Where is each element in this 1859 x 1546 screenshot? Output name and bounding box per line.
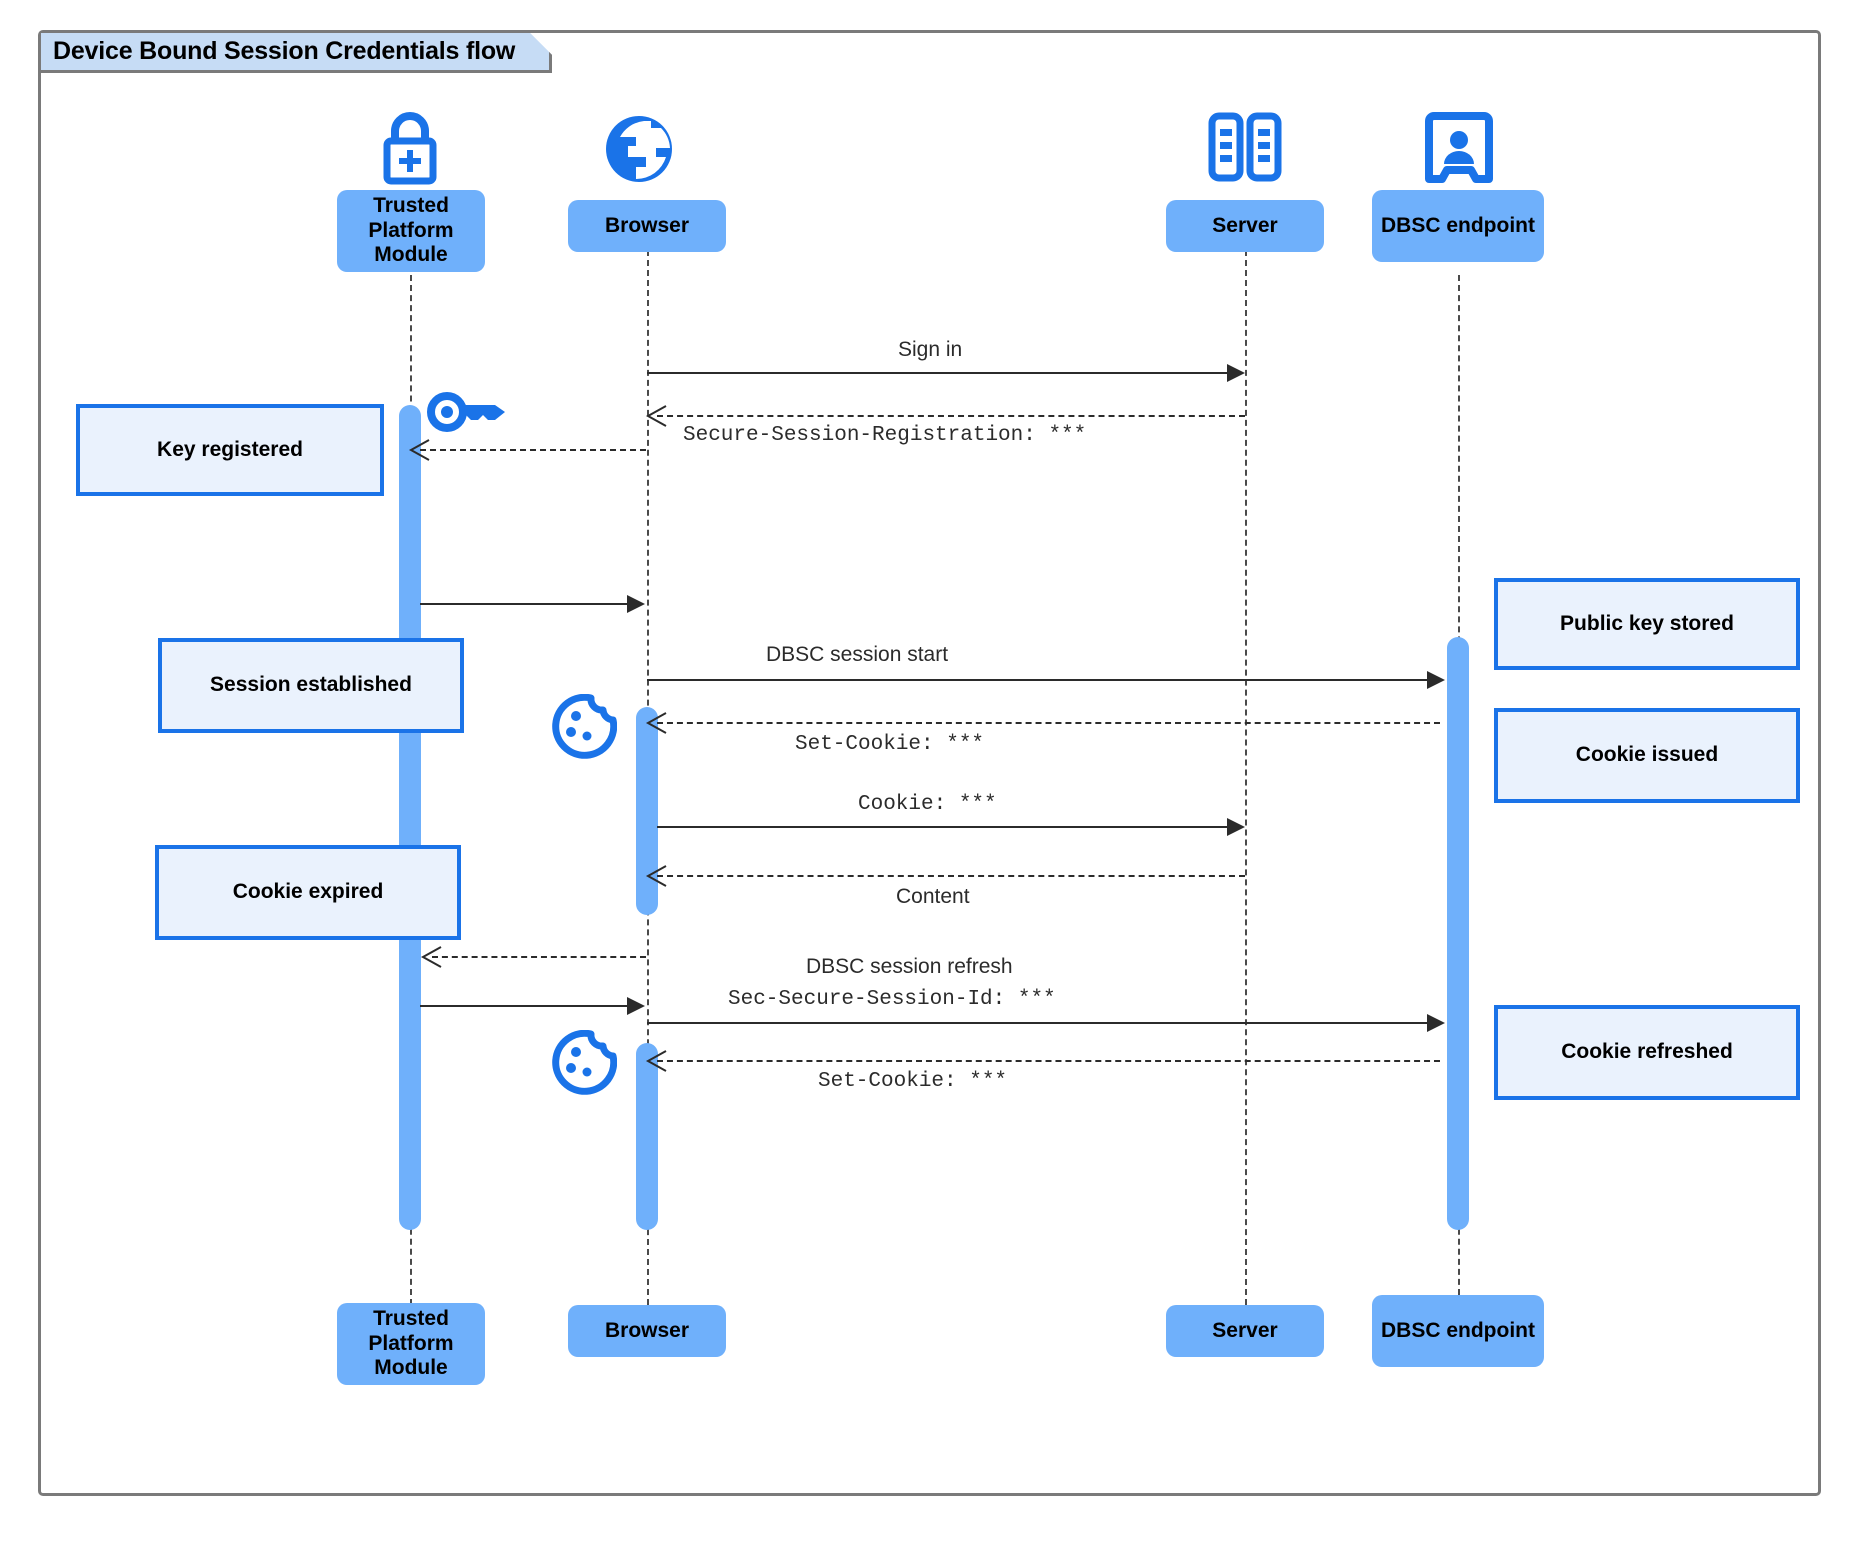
note-cookie-refreshed: Cookie refreshed xyxy=(1494,1005,1800,1100)
note-cookie-expired: Cookie expired xyxy=(155,845,461,940)
note-text: Cookie issued xyxy=(1575,743,1719,767)
participant-server-bottom[interactable]: Server xyxy=(1166,1305,1324,1357)
activation-bar-dbsc xyxy=(1447,637,1469,1230)
message-line-key-ready xyxy=(420,603,637,605)
arrowhead-signature xyxy=(627,997,645,1015)
note-text: Public key stored xyxy=(1560,611,1734,635)
activation-bar-tpm xyxy=(399,405,421,1230)
key-icon xyxy=(425,385,513,439)
participant-label: Trusted Platform Module xyxy=(368,194,454,267)
frame-title: Device Bound Session Credentials flow xyxy=(41,33,552,73)
message-label-set-cookie-2: Set-Cookie: *** xyxy=(818,1070,1008,1093)
participant-label: Browser xyxy=(604,213,690,237)
arrowhead-cookie xyxy=(1227,818,1245,836)
arrowhead-register-key xyxy=(408,439,430,461)
participant-label: DBSC endpoint xyxy=(1381,1318,1535,1342)
message-label-sign-in: Sign in xyxy=(898,338,963,361)
note-session-established: Session established xyxy=(158,638,464,733)
message-line-content xyxy=(657,875,1245,877)
note-text: Key registered xyxy=(157,437,303,461)
participant-label: Browser xyxy=(604,1318,690,1342)
participant-browser-bottom[interactable]: Browser xyxy=(568,1305,726,1357)
message-label-content: Content xyxy=(896,885,970,908)
message-line-cookie xyxy=(657,826,1237,828)
message-label-sec-secure-session-id: Sec-Secure-Session-Id: *** xyxy=(728,988,1056,1011)
participant-label: Server xyxy=(1212,1318,1278,1342)
cookie-icon xyxy=(551,1029,618,1096)
arrowhead-content xyxy=(645,865,667,887)
arrowhead-sign-challenge xyxy=(420,946,442,968)
message-line-secure-session-registration xyxy=(657,415,1245,417)
note-text: Cookie expired xyxy=(232,880,384,904)
arrowhead-dbsc-session-start xyxy=(1427,671,1445,689)
arrowhead-sign-in xyxy=(1227,364,1245,382)
message-line-set-cookie-2 xyxy=(657,1060,1440,1062)
participant-server-top[interactable]: Server xyxy=(1166,200,1324,252)
participant-tpm-bottom[interactable]: Trusted Platform Module xyxy=(337,1303,485,1385)
participant-dbsc-bottom[interactable]: DBSC endpoint xyxy=(1372,1295,1544,1367)
id-badge-icon xyxy=(1424,110,1494,186)
note-cookie-issued: Cookie issued xyxy=(1494,708,1800,803)
participant-dbsc-top[interactable]: DBSC endpoint xyxy=(1372,190,1544,262)
globe-icon xyxy=(598,110,680,188)
message-line-set-cookie-1 xyxy=(657,722,1440,724)
participant-label: DBSC endpoint xyxy=(1381,213,1535,237)
message-line-sign-in xyxy=(647,372,1237,374)
activation-bar-browser-2 xyxy=(636,1043,658,1230)
message-label-dbsc-session-refresh: DBSC session refresh xyxy=(806,955,1013,978)
message-label-dbsc-session-start: DBSC session start xyxy=(766,643,949,666)
note-key-registered: Key registered xyxy=(76,404,384,496)
cookie-icon xyxy=(551,693,618,760)
message-line-dbsc-session-refresh xyxy=(647,1022,1437,1024)
note-text: Cookie refreshed xyxy=(1561,1040,1733,1064)
arrowhead-set-cookie-2 xyxy=(645,1050,667,1072)
lock-plus-icon xyxy=(370,108,450,186)
message-line-register-key xyxy=(420,449,646,451)
participant-label: Trusted Platform Module xyxy=(368,1307,454,1380)
lifeline-server xyxy=(1245,250,1247,1305)
participant-browser-top[interactable]: Browser xyxy=(568,200,726,252)
note-public-key-stored: Public key stored xyxy=(1494,578,1800,670)
message-label-cookie: Cookie: *** xyxy=(858,793,997,816)
server-rack-icon xyxy=(1206,110,1284,184)
message-line-sign-challenge xyxy=(432,956,646,958)
arrowhead-secure-session-registration xyxy=(645,405,667,427)
message-line-dbsc-session-start xyxy=(647,679,1437,681)
note-text: Session established xyxy=(210,673,412,697)
arrowhead-key-ready xyxy=(627,595,645,613)
arrowhead-dbsc-session-refresh xyxy=(1427,1014,1445,1032)
arrowhead-set-cookie-1 xyxy=(645,712,667,734)
message-label-secure-session-registration: Secure-Session-Registration: *** xyxy=(683,424,1087,447)
activation-bar-browser-1 xyxy=(636,707,658,915)
participant-tpm-top[interactable]: Trusted Platform Module xyxy=(337,190,485,272)
message-label-set-cookie-1: Set-Cookie: *** xyxy=(795,733,985,756)
message-line-signature xyxy=(420,1005,637,1007)
participant-label: Server xyxy=(1212,213,1278,237)
